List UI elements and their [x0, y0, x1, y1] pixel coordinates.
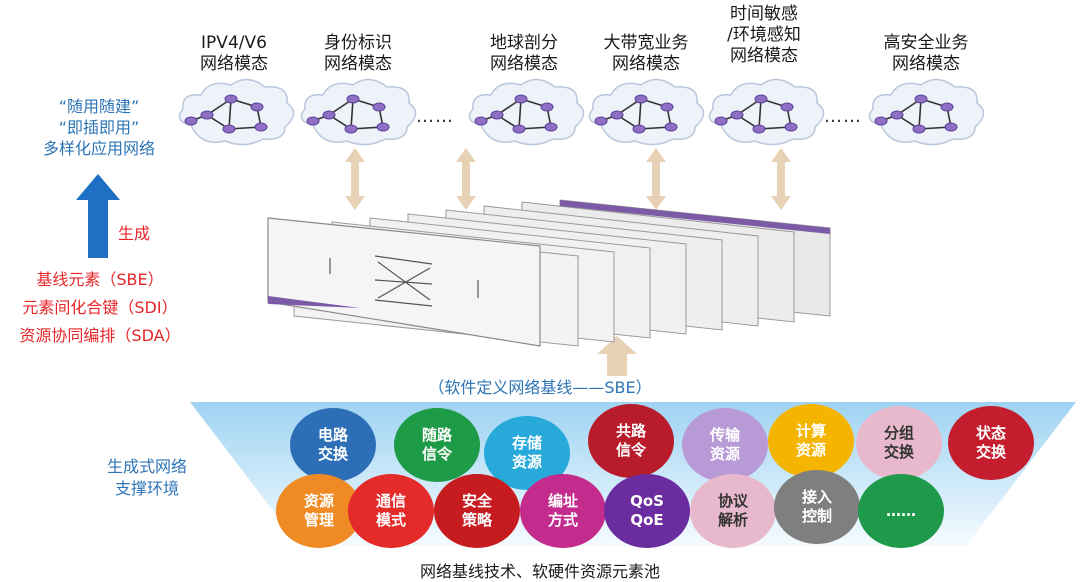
generate-arrow-icon: [76, 174, 120, 258]
element-communication-mode: 通信模式: [348, 474, 434, 548]
mode-label-broadband: 大带宽业务网络模态: [603, 33, 689, 74]
baseline-elements-text: 基线元素（SBE） 元素间化合键（SDI） 资源协同编排（SDA）: [19, 270, 181, 345]
element-common-signaling: 共路信令: [588, 404, 674, 478]
element-protocol-parsing: 协议解析: [690, 474, 776, 548]
ellipsis-right: ……: [824, 106, 862, 127]
application-network-text: “随用随建” “即插即用” 多样化应用网络: [42, 97, 155, 158]
element-addressing-mode: 编址方式: [520, 474, 606, 548]
mode-label-high-security: 高安全业务网络模态: [883, 33, 969, 74]
mode-label-identity: 身份标识网络模态: [324, 33, 392, 74]
element-packet-switching: 分组交换: [856, 406, 942, 480]
mode-label-earth-grid: 地球剖分网络模态: [490, 33, 558, 74]
element-more: ……: [858, 474, 944, 548]
generate-label: 生成: [118, 224, 151, 243]
element-access-control: 接入控制: [774, 470, 860, 544]
element-transmission-resource: 传输资源: [682, 408, 768, 482]
resource-pool-label: 网络基线技术、软硬件资源元素池: [419, 562, 660, 581]
support-environment-label: 生成式网络 支撑环境: [106, 457, 187, 498]
mode-label-time-sensitive: 时间敏感/环境感知网络模态: [727, 4, 801, 66]
element-compute-resource: 计算资源: [768, 404, 854, 478]
element-channel-signaling: 随路信令: [394, 408, 480, 482]
ellipsis-left: ……: [416, 106, 454, 127]
element-state-switching: 状态交换: [948, 406, 1034, 480]
sbe-label: （软件定义网络基线——SBE）: [428, 378, 652, 397]
element-circuit-switching: 电路交换: [290, 408, 376, 482]
element-security-policy: 安全策略: [434, 474, 520, 548]
element-resource-management: 资源管理: [276, 474, 362, 548]
